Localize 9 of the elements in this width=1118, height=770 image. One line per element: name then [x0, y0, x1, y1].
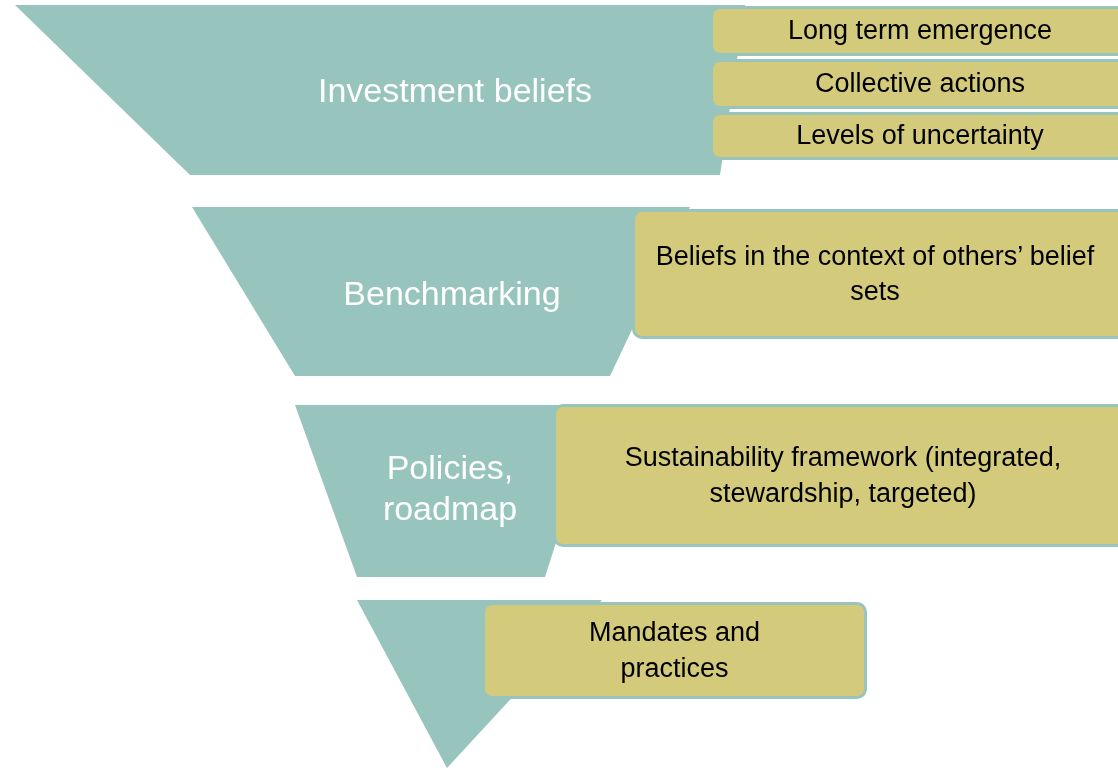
note-box: Mandates and practices: [482, 602, 867, 699]
note-box: Long term emergence: [710, 6, 1118, 56]
stage-label: Investment beliefs: [317, 70, 593, 111]
note-box: Beliefs in the context of others’ belief sets: [632, 209, 1118, 339]
stage-label: Benchmarking: [342, 273, 562, 314]
note-box: Levels of uncertainty: [710, 112, 1118, 160]
note-box: Collective actions: [710, 59, 1118, 109]
stage-label: Policies, roadmap: [381, 447, 519, 529]
note-box: Sustainability framework (integrated, stewardship, targeted): [553, 404, 1118, 547]
